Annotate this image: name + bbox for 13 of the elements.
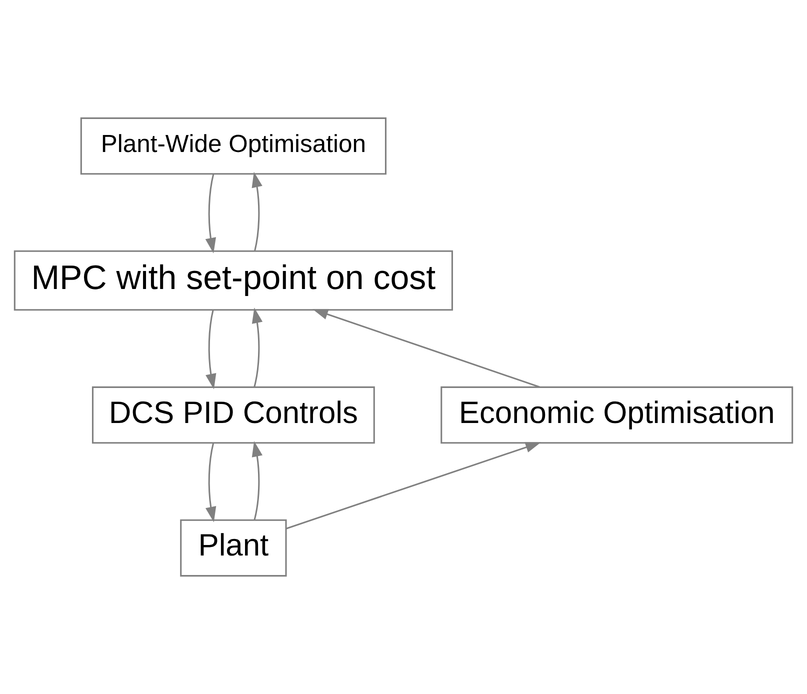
node-box: MPC with set-point on cost (14, 250, 453, 311)
node-box: Plant (180, 519, 287, 577)
arrow (252, 308, 263, 388)
arrow (312, 309, 540, 388)
arrow (206, 310, 216, 390)
arrow (252, 172, 262, 252)
node-box: Plant-Wide Optimisation (80, 117, 386, 175)
arrow (205, 174, 216, 254)
arrow (206, 443, 216, 522)
node-box: Economic Optimisation (440, 386, 794, 444)
arrow (252, 441, 262, 520)
node-box: DCS PID Controls (92, 386, 375, 444)
arrow (286, 442, 541, 530)
